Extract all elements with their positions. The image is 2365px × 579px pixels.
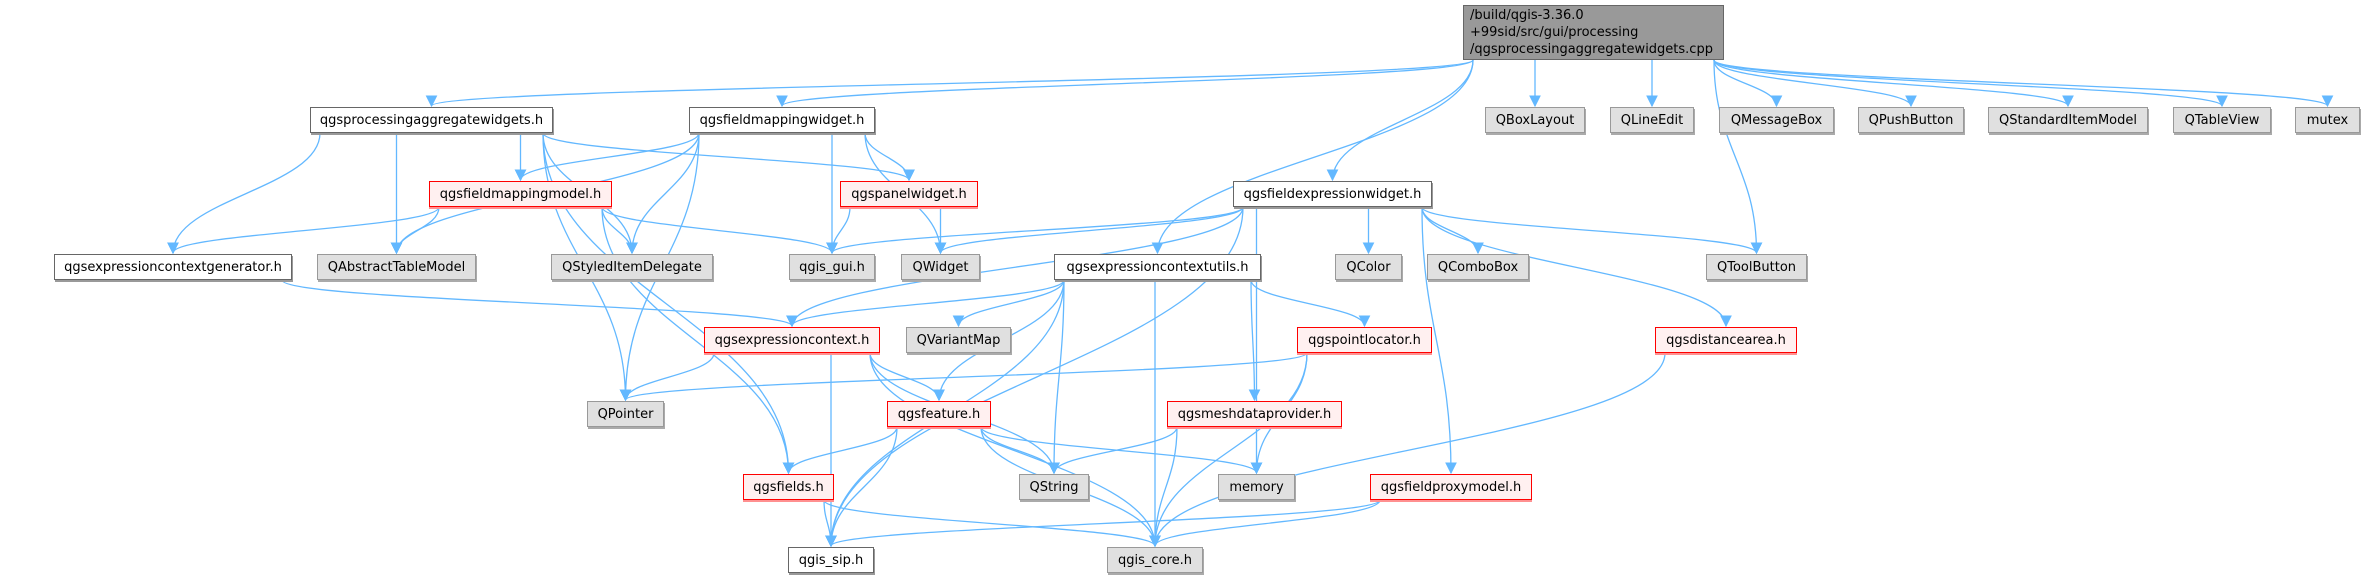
node-qcolor[interactable]: QColor — [1335, 254, 1402, 280]
edge-ecutils-to-QString — [1048, 279, 1065, 475]
root-path-line-2: +99sid/src/gui/processing — [1470, 25, 1639, 40]
edge-feature-to-sip — [825, 426, 898, 548]
edge-root-to-QStandardItemModel — [1713, 59, 2074, 108]
node-sip[interactable]: qgis_sip.h — [788, 547, 874, 573]
root-file-node: /build/qgis-3.36.0 +99sid/src/gui/proces… — [1463, 5, 1724, 60]
edge-fields-to-sip — [823, 499, 837, 548]
edge-root-to-fmw — [776, 59, 1474, 108]
edge-root-to-QPushButton — [1713, 59, 1917, 108]
node-fmw[interactable]: qgsfieldmappingwidget.h — [689, 107, 875, 133]
node-panel[interactable]: qgspanelwidget.h — [840, 181, 978, 207]
node-ectx[interactable]: qgsexpressioncontext.h — [704, 327, 880, 353]
node-ecgen[interactable]: qgsexpressioncontextgenerator.h — [54, 254, 292, 280]
edge-ecutils-to-pointlocator — [1250, 279, 1371, 328]
edge-few-to-qgis_gui — [826, 206, 1244, 255]
node-ecutils[interactable]: qgsexpressioncontextutils.h — [1054, 254, 1261, 280]
edge-root-to-QMessageBox — [1713, 59, 1783, 108]
edge-fmm-to-ecgen — [167, 206, 440, 255]
node-qboxlayout[interactable]: QBoxLayout — [1485, 107, 1585, 133]
edge-few-to-distancearea — [1421, 206, 1732, 328]
root-path-line-3: /qgsprocessingaggregatewidgets.cpp — [1470, 42, 1713, 57]
node-qcombobox[interactable]: QComboBox — [1427, 254, 1529, 280]
edge-fmm-to-fields — [601, 206, 795, 475]
edge-fmm-to-QAbstractTableModel — [390, 206, 440, 255]
node-qstyleditemdelegate[interactable]: QStyledItemDelegate — [551, 254, 713, 280]
edge-fmw-to-panel — [864, 132, 915, 182]
edge-feature-to-memory — [980, 426, 1263, 475]
node-qpushbutton[interactable]: QPushButton — [1858, 107, 1964, 133]
edge-pagw-to-ecgen — [167, 132, 321, 255]
edge-root-to-pagw — [426, 59, 1474, 108]
node-distancearea[interactable]: qgsdistancearea.h — [1655, 327, 1797, 353]
root-path-line-1: /build/qgis-3.36.0 — [1470, 8, 1584, 23]
node-qvariantmap[interactable]: QVariantMap — [906, 327, 1011, 353]
edge-proxy-to-core — [1149, 499, 1381, 548]
node-memory[interactable]: memory — [1218, 474, 1295, 500]
edge-ectx-to-feature — [869, 352, 945, 402]
node-qmessagebox[interactable]: QMessageBox — [1719, 107, 1834, 133]
edge-feature-to-fields — [782, 426, 898, 475]
edge-fields-to-core — [823, 499, 1161, 548]
node-qwidget[interactable]: QWidget — [901, 254, 980, 280]
edge-few-to-QToolButton — [1421, 206, 1763, 255]
edge-fmm-to-qgis_gui — [601, 206, 838, 255]
node-qpointer[interactable]: QPointer — [587, 401, 664, 427]
edge-few-to-proxy — [1421, 206, 1457, 475]
node-qlineedit[interactable]: QLineEdit — [1610, 107, 1694, 133]
edge-ecutils-to-QVariantMap — [952, 279, 1065, 328]
edge-few-to-ectx — [786, 206, 1244, 328]
edge-ecutils-to-mesh — [1248, 279, 1261, 402]
node-pagw[interactable]: qgsprocessingaggregatewidgets.h — [310, 107, 553, 133]
edge-mesh-to-QString — [1048, 426, 1178, 475]
node-qtoolbutton[interactable]: QToolButton — [1706, 254, 1807, 280]
node-fields[interactable]: qgsfields.h — [743, 474, 834, 500]
edge-ecutils-to-ectx — [786, 279, 1065, 328]
edge-ectx-to-QPointer — [619, 352, 715, 402]
edge-pointlocator-to-QPointer — [620, 352, 1308, 402]
edge-distancearea-to-core — [1149, 352, 1666, 548]
edge-root-to-few — [1326, 59, 1474, 182]
edge-root-to-QToolButton — [1713, 59, 1763, 255]
node-qgis-gui[interactable]: qgis_gui.h — [789, 254, 875, 280]
node-few[interactable]: qgsfieldexpressionwidget.h — [1233, 181, 1432, 207]
edge-fmw-to-fmm — [514, 132, 700, 182]
edge-root-to-QTableView — [1713, 59, 2228, 108]
edge-mesh-to-core — [1149, 426, 1178, 548]
node-mesh[interactable]: qgsmeshdataprovider.h — [1167, 401, 1342, 427]
edge-proxy-to-sip — [825, 499, 1381, 548]
node-qstandarditemmodel[interactable]: QStandardItemModel — [1988, 107, 2148, 133]
edge-few-to-QComboBox — [1421, 206, 1484, 255]
edge-pointlocator-to-core — [1149, 352, 1308, 548]
edge-few-to-QWidget — [934, 206, 1244, 255]
node-qtableview[interactable]: QTableView — [2173, 107, 2271, 133]
edge-root-to-mutex — [1713, 59, 2334, 108]
edge-ecgen-to-ectx — [281, 279, 798, 328]
node-qabstracttablemodel[interactable]: QAbstractTableModel — [317, 254, 476, 280]
edge-root-to-ecutils — [1151, 59, 1474, 255]
node-mutex[interactable]: mutex — [2295, 107, 2360, 133]
edge-fmm-to-QStyledItemDelegate — [601, 206, 638, 255]
edge-ectx-to-core — [869, 352, 1161, 548]
node-qstring[interactable]: QString — [1019, 474, 1089, 500]
node-feature[interactable]: qgsfeature.h — [887, 401, 991, 427]
node-core[interactable]: qgis_core.h — [1107, 547, 1203, 573]
edge-fmw-to-QStyledItemDelegate — [626, 132, 700, 255]
node-fmm[interactable]: qgsfieldmappingmodel.h — [429, 181, 612, 207]
edge-pagw-to-panel — [542, 132, 915, 182]
node-pointlocator[interactable]: qgspointlocator.h — [1297, 327, 1432, 353]
node-proxy[interactable]: qgsfieldproxymodel.h — [1370, 474, 1532, 500]
